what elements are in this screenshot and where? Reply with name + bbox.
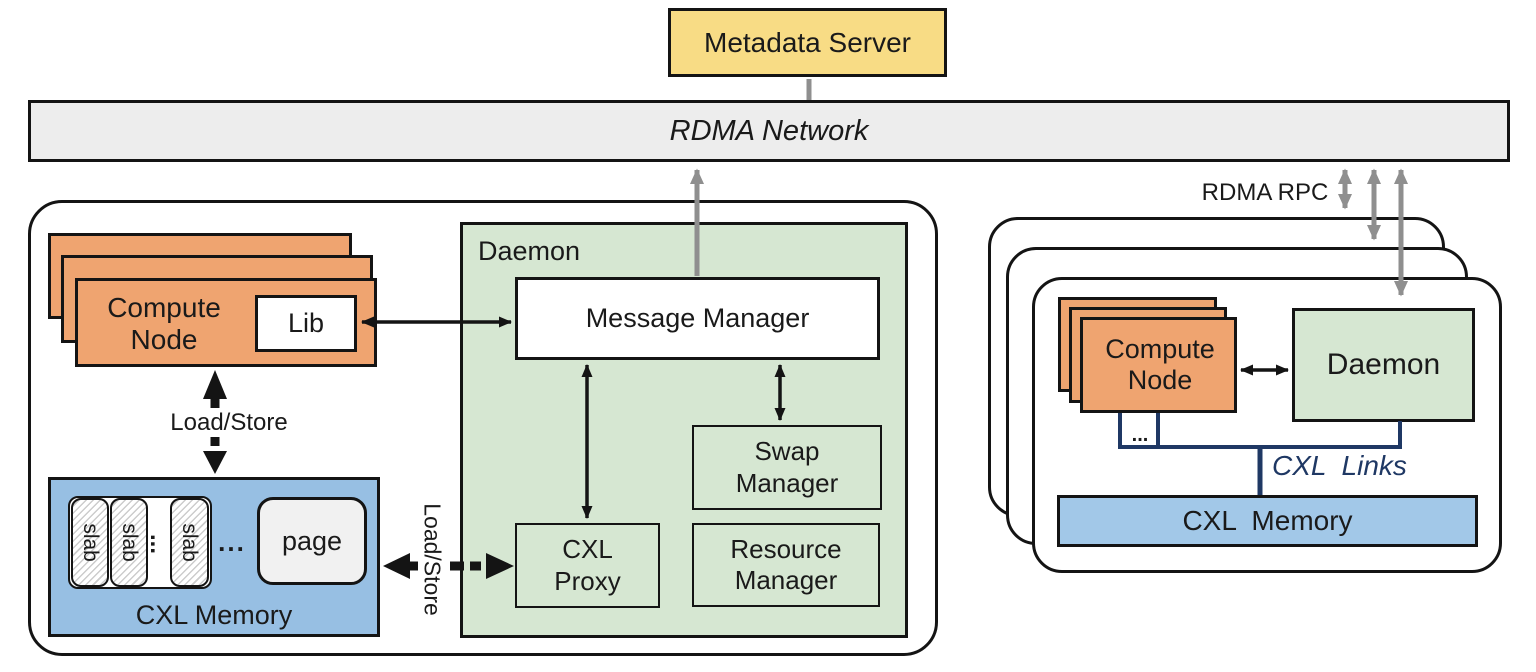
- slab-label-2: slab: [117, 523, 141, 562]
- resource-manager-line2: Manager: [734, 565, 838, 595]
- message-manager-label: Message Manager: [585, 303, 810, 334]
- load-store-horizontal-arrow-label: Load/Store: [418, 484, 446, 635]
- slab-box-2: slab: [110, 498, 148, 587]
- cxl-memory-right-label: CXL Memory: [1182, 505, 1353, 537]
- rdma-network-label: RDMA Network: [669, 114, 869, 147]
- swap-manager-line2: Manager: [735, 467, 839, 498]
- slab-ellipsis-vertical-text: ...: [144, 533, 172, 555]
- page-label: page: [281, 525, 343, 556]
- metadata-server-label: Metadata Server: [704, 26, 911, 58]
- resource-manager-line1: Resource: [730, 533, 842, 564]
- swap-manager-line1: Swap: [754, 436, 820, 467]
- slab-label-3: slab: [178, 523, 202, 562]
- slab-box-1: slab: [71, 498, 109, 587]
- load-store-vertical-arrow-label: Load/Store: [164, 409, 294, 437]
- metadata-server-box: Metadata Server: [668, 8, 947, 77]
- compute-node-label-line2: Node: [130, 324, 198, 355]
- page-box: page: [257, 497, 367, 585]
- resource-manager-box: Resource Manager: [692, 523, 880, 607]
- cxl-links-label: CXL Links: [1272, 450, 1407, 481]
- remote-compute-node-line2: Node: [1127, 365, 1193, 395]
- slab-box-3: slab: [170, 498, 209, 587]
- daemon-title: Daemon: [478, 235, 581, 266]
- compute-node-label-line1: Compute: [107, 292, 221, 323]
- lib-label: Lib: [287, 308, 325, 339]
- message-manager-box: Message Manager: [515, 277, 880, 360]
- swap-manager-box: Swap Manager: [692, 425, 882, 510]
- compute-node-label: Compute Node: [84, 292, 244, 356]
- remote-daemon-box: Daemon: [1292, 308, 1475, 422]
- slab-ellipsis-vertical: ...: [144, 531, 172, 557]
- cxl-proxy-line2: Proxy: [554, 565, 621, 596]
- remote-compute-node-label: Compute Node: [1085, 330, 1235, 400]
- cxl-memory-box-right: CXL Memory: [1057, 495, 1478, 547]
- remote-compute-node-line1: Compute: [1105, 334, 1215, 364]
- remote-node-ellipsis: ...: [1131, 423, 1149, 446]
- cxl-proxy-box: CXL Proxy: [515, 523, 660, 608]
- remote-compute-card-front: [1080, 317, 1237, 413]
- lib-box: Lib: [255, 295, 357, 352]
- memory-ellipsis-horizontal: ...: [218, 526, 246, 557]
- cxl-proxy-line1: CXL: [562, 534, 613, 565]
- remote-daemon-label: Daemon: [1326, 348, 1441, 381]
- rdma-rpc-label: RDMA RPC: [1201, 179, 1329, 206]
- cxl-memory-left-label: CXL Memory: [135, 599, 293, 630]
- rdma-network-bar: RDMA Network: [28, 100, 1510, 162]
- slab-label-1: slab: [78, 523, 102, 562]
